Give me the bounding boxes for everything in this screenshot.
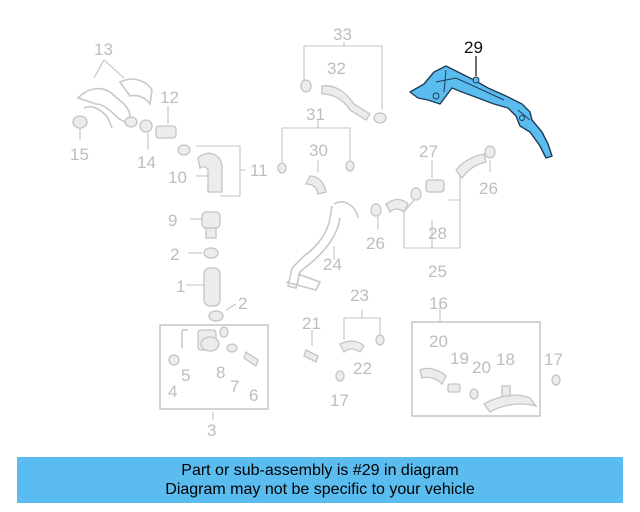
callout-13: 13 [94, 40, 113, 59]
part-32-hose [300, 79, 387, 124]
part-21-clamp [303, 349, 319, 363]
callout-22: 22 [353, 359, 372, 378]
part-29-highlighted-pipe[interactable] [409, 65, 553, 159]
part-15-clamp [72, 115, 88, 129]
part-22-hose [339, 334, 385, 354]
part-1-hose [203, 267, 221, 307]
callout-26-right: 26 [479, 179, 498, 198]
part-29-pipe-body[interactable] [409, 65, 553, 159]
callout-19: 19 [450, 349, 469, 368]
callout-21: 21 [302, 314, 321, 333]
callout-9: 9 [168, 211, 177, 230]
callout-7: 7 [230, 377, 239, 396]
part-26-clamp-middle [370, 203, 382, 217]
box-16 [411, 321, 541, 417]
callout-20-right: 20 [472, 358, 491, 377]
callout-17-center: 17 [330, 391, 349, 410]
box-3 [159, 324, 269, 410]
callout-24: 24 [323, 255, 342, 274]
callout-1: 1 [176, 277, 185, 296]
callout-12: 12 [160, 88, 179, 107]
callout-32: 32 [327, 59, 346, 78]
callout-15: 15 [70, 145, 89, 164]
callout-26-middle: 26 [366, 234, 385, 253]
callout-6: 6 [249, 386, 258, 405]
callout-33: 33 [333, 25, 352, 44]
callout-16: 16 [429, 294, 448, 313]
callout-2-lower: 2 [238, 294, 247, 313]
callout-29[interactable]: 29 [464, 38, 483, 57]
callout-27: 27 [419, 142, 438, 161]
callout-18: 18 [496, 350, 515, 369]
callout-30: 30 [309, 141, 328, 160]
part-2-clamp-lower [208, 310, 224, 322]
callout-28: 28 [428, 224, 447, 243]
part-13-hose-assembly [76, 78, 153, 129]
banner-line-1: Part or sub-assembly is #29 in diagram [181, 462, 459, 479]
callout-4: 4 [168, 382, 177, 401]
part-10-hose [197, 152, 223, 193]
part-17-clamp-center [335, 370, 345, 382]
part-2-clamp-upper [203, 247, 219, 259]
banner-line-2: Diagram may not be specific to your vehi… [165, 481, 475, 498]
part-17-clamp-right [551, 374, 561, 386]
part-9-fitting [201, 211, 221, 239]
part-14-clamp [139, 119, 153, 133]
callout-31: 31 [306, 105, 325, 124]
part-24-pipe [285, 201, 359, 291]
callout-20-left: 20 [429, 332, 448, 351]
callout-8: 8 [216, 363, 225, 382]
callout-10: 10 [168, 168, 187, 187]
callout-2-upper: 2 [170, 245, 179, 264]
notice-banner: Part or sub-assembly is #29 in diagram D… [17, 457, 623, 503]
callout-5: 5 [181, 366, 190, 385]
callout-3: 3 [207, 421, 216, 440]
callout-23: 23 [350, 286, 369, 305]
part-30-hose [304, 175, 327, 195]
callout-17-right: 17 [544, 350, 563, 369]
part-12-fitting [155, 125, 191, 156]
callout-14: 14 [137, 153, 156, 172]
callout-11: 11 [250, 161, 268, 180]
callout-25: 25 [428, 262, 447, 281]
